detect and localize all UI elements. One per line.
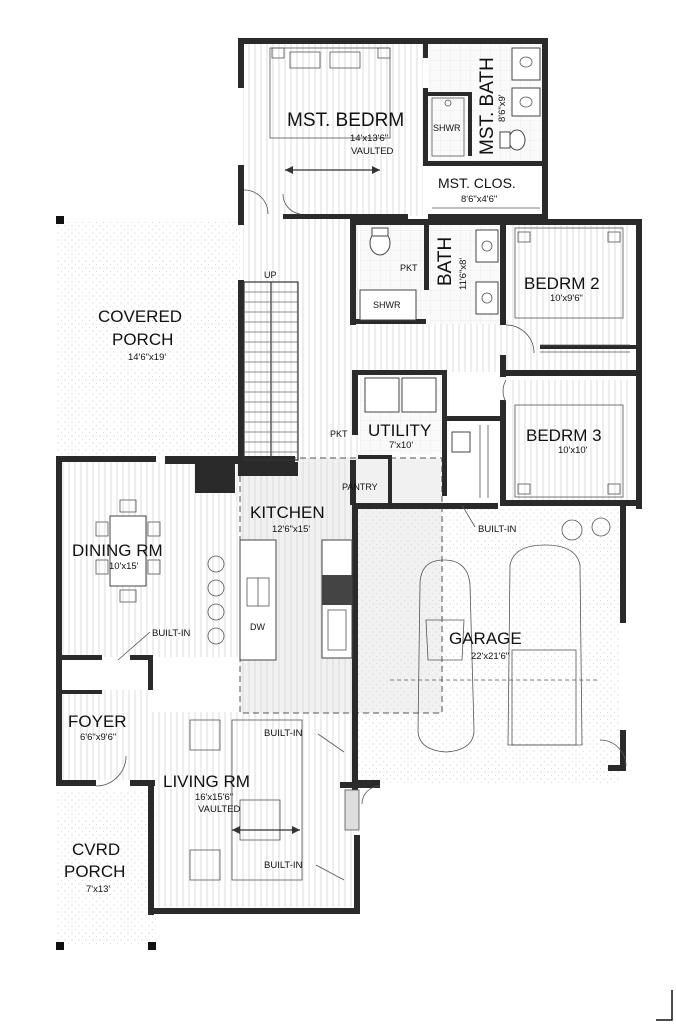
foyer-dim: 6'6"x9'6" <box>80 732 116 743</box>
covered-porch-name-1: COVERED <box>98 307 182 326</box>
bedroom-2-bed <box>514 227 630 353</box>
bath-pocket-door-label: PKT <box>400 263 418 273</box>
built-in-living-top-label: BUILT-IN <box>264 728 302 739</box>
bedroom-2-dim: 10'x9'6" <box>550 293 583 304</box>
bedroom-2-name: BEDRM 2 <box>524 274 600 293</box>
dining-table <box>95 499 161 603</box>
garage-vehicles <box>390 517 611 753</box>
stair-up-label: UP <box>264 270 277 280</box>
garage-dim: 22'x21'6" <box>471 651 509 662</box>
kitchen-name: KITCHEN <box>250 503 325 522</box>
master-bedroom-note: VAULTED <box>351 146 394 157</box>
built-in-living-bottom-label: BUILT-IN <box>264 860 302 871</box>
living-name: LIVING RM <box>163 772 250 791</box>
room-labels: MST. BEDRM 14'x13'6" VAULTED MST. BATH 8… <box>64 57 602 895</box>
covered-porch-name-2: PORCH <box>112 330 173 349</box>
master-closet-name: MST. CLOS. <box>438 175 516 191</box>
built-in-living-bottom-leader <box>315 864 345 881</box>
island-stools <box>207 555 225 645</box>
built-in-dining-leader <box>117 631 151 661</box>
cvrd-porch-name-1: CVRD <box>72 840 120 859</box>
utility-dim: 7'x10' <box>389 440 413 451</box>
dishwasher-label: DW <box>250 622 265 632</box>
built-in-garage-label: BUILT-IN <box>478 524 516 535</box>
bath-dim: 11'6"x8' <box>458 258 469 290</box>
pantry-label: PANTRY <box>342 482 378 492</box>
master-bath-name: MST. BATH <box>477 57 498 155</box>
living-note: VAULTED <box>198 804 241 815</box>
corner-mark <box>656 990 673 1021</box>
bedroom-3-name: BEDRM 3 <box>526 426 602 445</box>
kitchen-island <box>239 539 353 661</box>
master-bedroom-name: MST. BEDRM <box>287 110 404 131</box>
bath-fixtures <box>359 227 499 321</box>
built-in-dining-label: BUILT-IN <box>152 628 190 639</box>
kitchen-dim: 12'6"x15' <box>272 524 310 535</box>
bedroom-3-dim: 10'x10' <box>558 445 588 456</box>
dining-name: DINING RM <box>72 541 163 560</box>
utility-pocket-door-label: PKT <box>330 429 348 439</box>
utility-name: UTILITY <box>368 421 431 440</box>
notes: BUILT-IN BUILT-IN BUILT-IN BUILT-IN <box>152 524 516 871</box>
cvrd-porch-name-2: PORCH <box>64 862 125 881</box>
built-in-living-top-leader <box>317 733 345 753</box>
washer-dryer <box>364 377 471 453</box>
built-in-garage-leader <box>461 504 476 528</box>
bedroom-3-bed <box>479 404 624 498</box>
porch-posts <box>56 216 156 950</box>
cvrd-porch-dim: 7'x13' <box>86 884 110 895</box>
garage-name: GARAGE <box>449 629 522 648</box>
master-bath-dim: 8'6"x9' <box>497 94 508 122</box>
bath-name: BATH <box>435 237 456 286</box>
bath-shower-label: SHWR <box>373 300 401 310</box>
master-bath-fixtures <box>431 47 541 157</box>
door-swings <box>95 189 627 805</box>
living-furniture <box>189 719 360 881</box>
covered-porch-dim: 14'6"x19' <box>128 352 166 363</box>
master-bed <box>269 47 391 174</box>
living-dim: 16'x15'6" <box>195 792 233 803</box>
master-shower-label: SHWR <box>433 123 461 133</box>
master-closet-dim: 8'6"x4'6" <box>461 194 497 205</box>
staircase <box>243 281 299 461</box>
dining-dim: 10'x15' <box>109 561 139 572</box>
master-bedroom-dim: 14'x13'6" <box>350 133 388 144</box>
foyer-name: FOYER <box>68 712 127 731</box>
